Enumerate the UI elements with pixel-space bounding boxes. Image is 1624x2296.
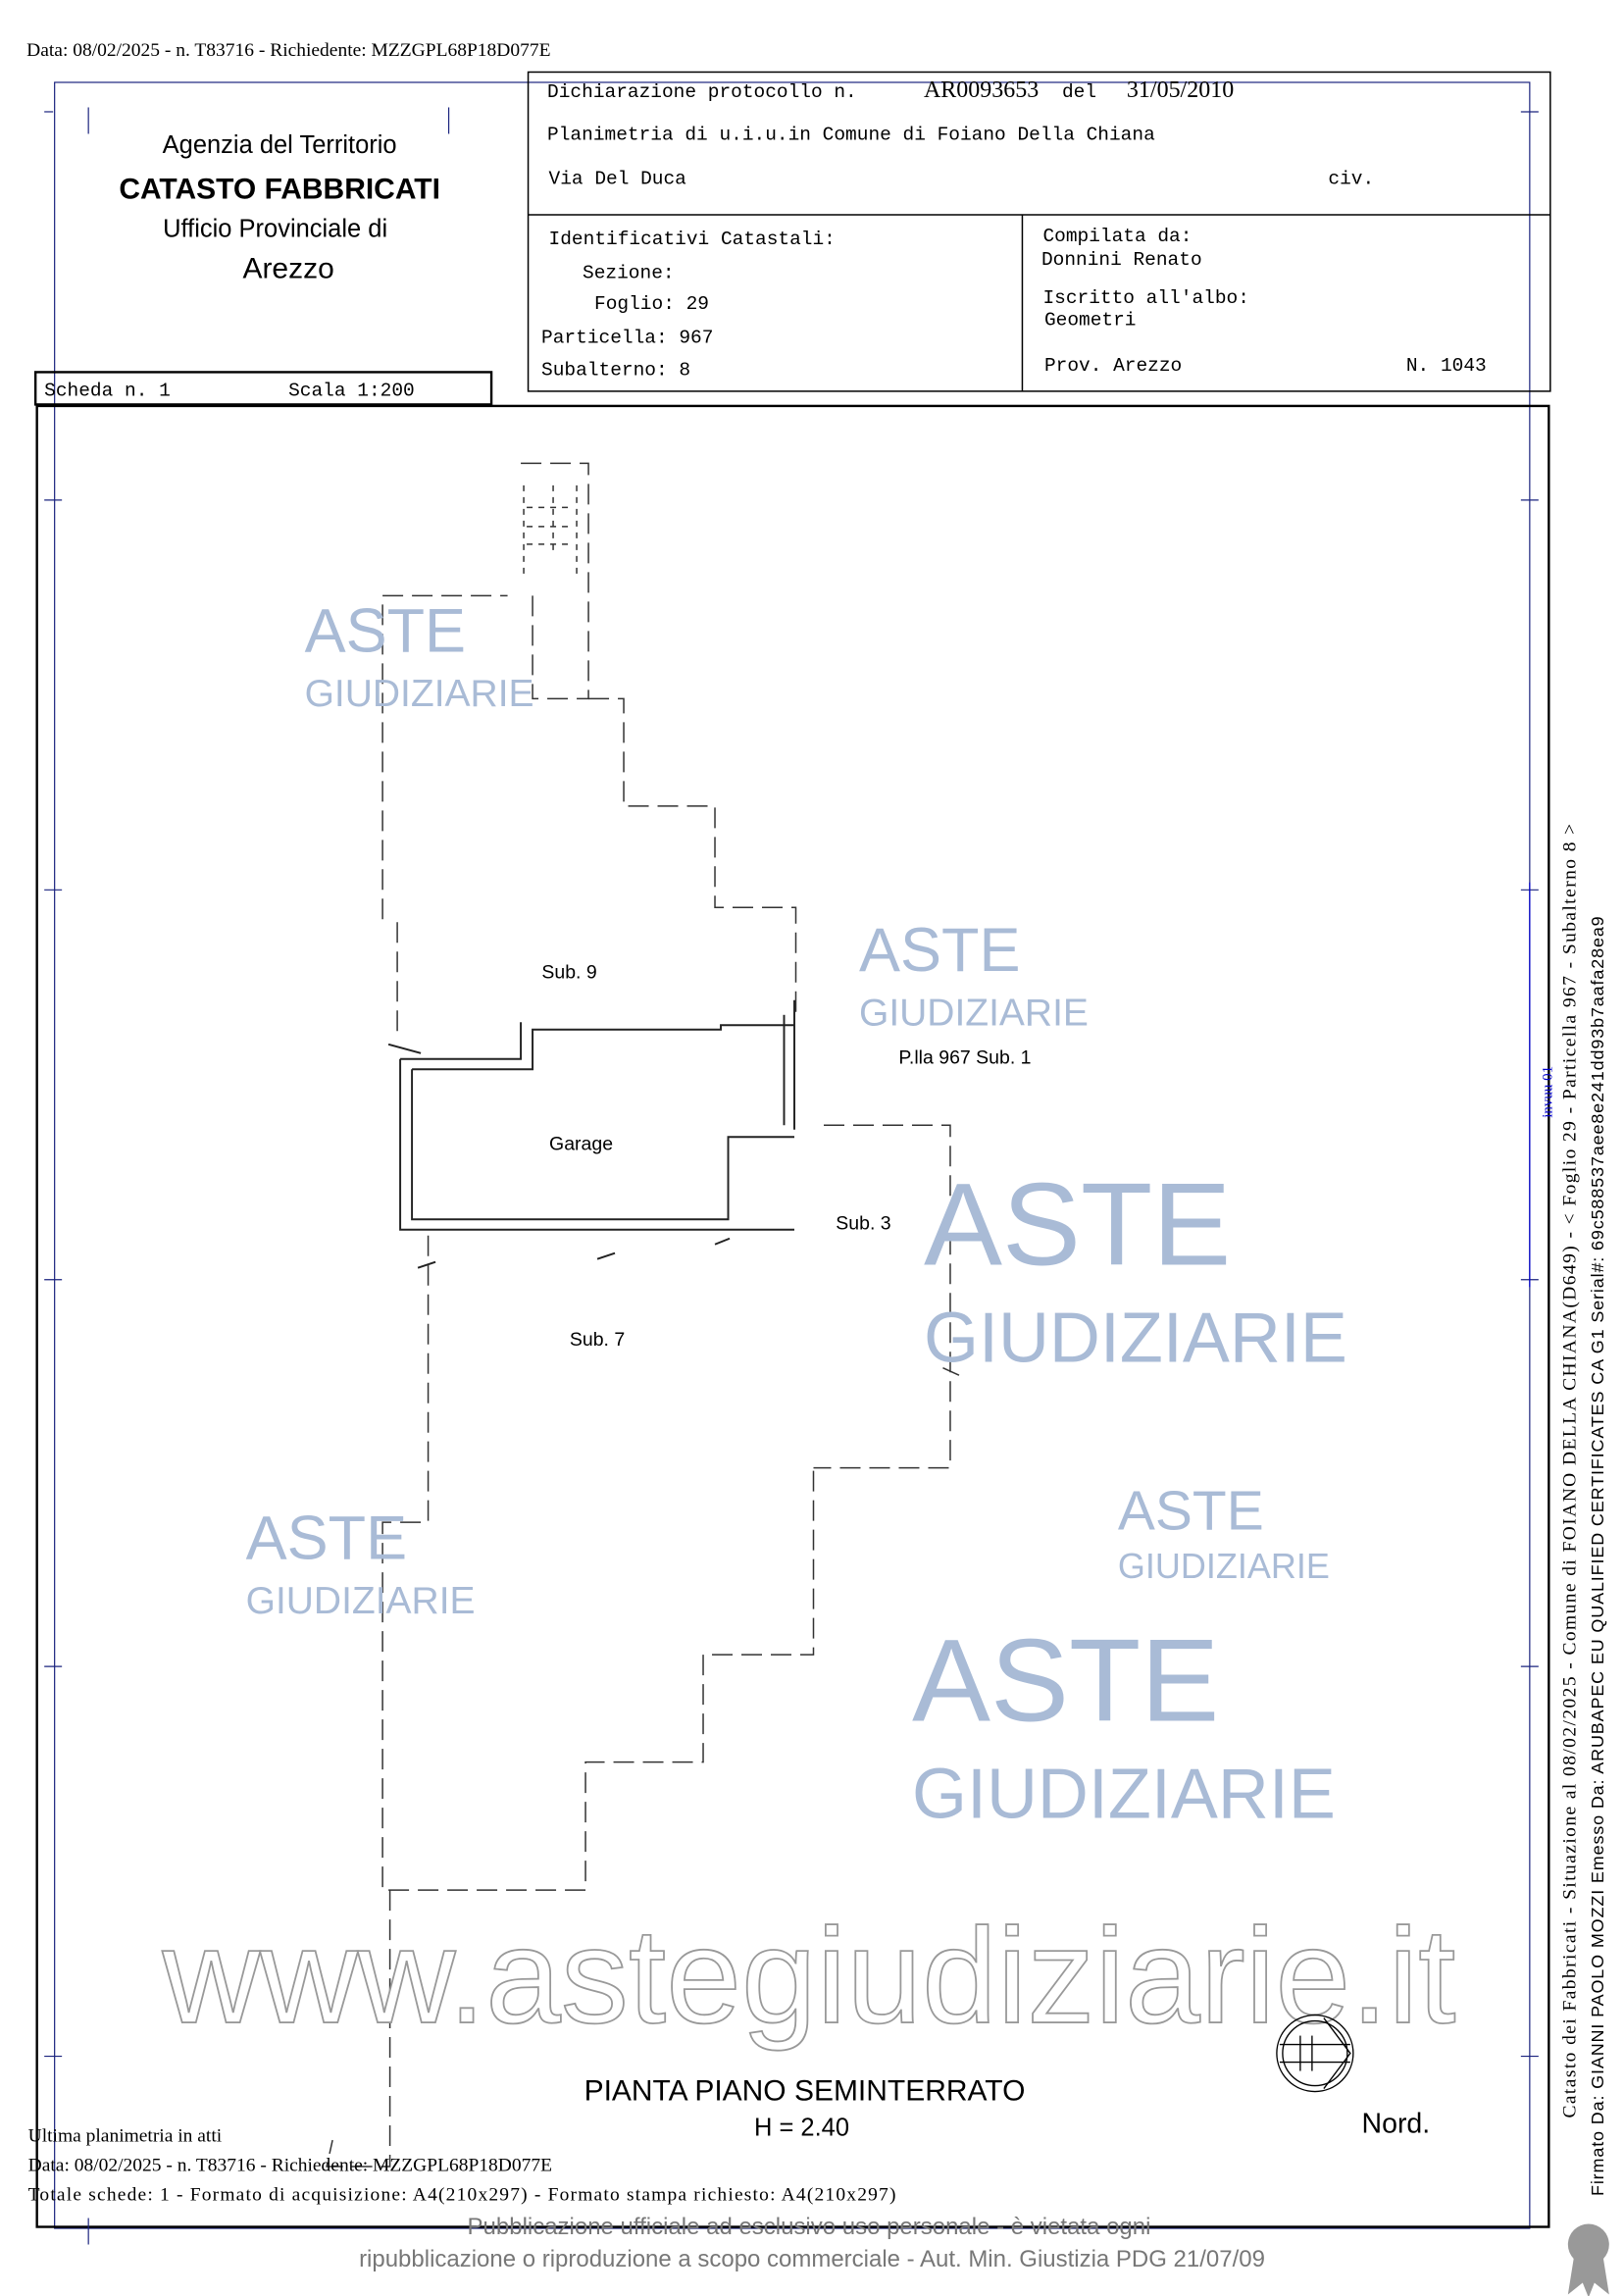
province-reg: Prov. Arezzo — [1044, 355, 1182, 377]
top-meta: Data: 08/02/2025 - n. T83716 - Richieden… — [26, 40, 550, 61]
aste-logo: ASTE GIUDIZIARIE — [859, 916, 1089, 1034]
stair — [523, 485, 578, 574]
plan-labels: Sub. 9 P.lla 967 Sub. 1 Garage Sub. 3 Su… — [541, 961, 1031, 1351]
north-arrow-icon — [1276, 2014, 1354, 2093]
footer-totals: Totale schede: 1 - Formato di acquisizio… — [28, 2185, 896, 2206]
civ-label: civ. — [1328, 168, 1374, 189]
svg-text:ASTE: ASTE — [305, 596, 466, 665]
north-label: Nord. — [1362, 2109, 1431, 2140]
scheda-label: Scheda n. 1 — [44, 380, 171, 401]
margin-mark: invuu 01 — [1540, 1066, 1555, 1118]
svg-text:GIUDIZIARIE: GIUDIZIARIE — [246, 1580, 476, 1622]
sub9-outline — [381, 462, 797, 1038]
subalterno: Subalterno: 8 — [541, 359, 690, 381]
label-garage: Garage — [549, 1134, 613, 1155]
plan-height: H = 2.40 — [754, 2115, 849, 2142]
last-plan-note: Ultima planimetria in atti — [28, 2126, 223, 2147]
aste-logo: ASTE GIUDIZIARIE — [1118, 1480, 1330, 1586]
publication-notice-2: ripubblicazione o riproduzione a scopo c… — [359, 2246, 1265, 2272]
footer-meta: Data: 08/02/2025 - n. T83716 - Richieden… — [28, 2156, 552, 2176]
svg-text:ASTE: ASTE — [924, 1159, 1231, 1291]
declaration-date: 31/05/2010 — [1127, 77, 1234, 103]
protocol-number: AR0093653 — [924, 77, 1039, 103]
floor-plan — [326, 462, 960, 2168]
certificate-seal-icon — [1567, 2223, 1609, 2296]
foglio: Foglio: 29 — [594, 293, 709, 315]
svg-text:GIUDIZIARIE: GIUDIZIARIE — [1118, 1546, 1330, 1586]
label-sub3: Sub. 3 — [836, 1213, 890, 1235]
publication-notice-1: Pubblicazione ufficiale ad esclusivo uso… — [468, 2214, 1151, 2240]
sezione: Sezione: — [583, 262, 675, 283]
sub7-outline — [326, 1235, 815, 2168]
aste-logo: ASTE GIUDIZIARIE — [924, 1159, 1347, 1378]
label-sub9: Sub. 9 — [541, 961, 596, 983]
aste-logo: ASTE GIUDIZIARIE — [912, 1615, 1336, 1834]
svg-text:ASTE: ASTE — [1118, 1480, 1264, 1543]
office-label: Ufficio Provinciale di — [163, 215, 387, 242]
sub3-outline — [813, 1124, 960, 1469]
catasto-title: CATASTO FABBRICATI — [119, 173, 440, 205]
declaration-label: Dichiarazione protocollo n. — [547, 81, 857, 103]
svg-text:GIUDIZIARIE: GIUDIZIARIE — [305, 673, 534, 715]
identifiers-title: Identificativi Catastali: — [549, 229, 836, 250]
compiler-label: Compilata da: — [1042, 226, 1192, 247]
aste-logo: ASTE GIUDIZIARIE — [305, 596, 534, 714]
compiler-name: Donnini Renato — [1041, 249, 1202, 271]
province-name: Arezzo — [242, 252, 333, 284]
albo-value: Geometri — [1044, 309, 1137, 331]
url-watermark: www.astegiudiziarie.it — [162, 1901, 1456, 2052]
garage-walls — [387, 999, 795, 1269]
del-label: del — [1062, 81, 1096, 103]
svg-text:ASTE: ASTE — [912, 1615, 1219, 1747]
albo-label: Iscritto all'albo: — [1042, 287, 1248, 309]
plan-title: PIANTA PIANO SEMINTERRATO — [584, 2075, 1026, 2108]
svg-text:ASTE: ASTE — [859, 916, 1020, 985]
address: Via Del Duca — [549, 168, 687, 189]
label-sub7: Sub. 7 — [570, 1329, 625, 1351]
agency-header: Agenzia del Territorio CATASTO FABBRICAT… — [119, 131, 440, 284]
watermarks: ASTE GIUDIZIARIE ASTE GIUDIZIARIE ASTE G… — [161, 596, 1457, 2053]
page-frame — [33, 71, 1551, 2245]
svg-text:GIUDIZIARIE: GIUDIZIARIE — [924, 1300, 1347, 1378]
svg-text:ASTE: ASTE — [246, 1505, 407, 1573]
registration-number: N. 1043 — [1406, 355, 1487, 377]
svg-text:GIUDIZIARIE: GIUDIZIARIE — [859, 992, 1089, 1034]
aste-logo: ASTE GIUDIZIARIE — [246, 1505, 476, 1622]
particella: Particella: 967 — [541, 327, 713, 348]
svg-text:GIUDIZIARIE: GIUDIZIARIE — [912, 1756, 1336, 1834]
declaration-box: Dichiarazione protocollo n. AR0093653 de… — [541, 77, 1487, 381]
side-signature-line: Firmato Da: GIANNI PAOLO MOZZI Emesso Da… — [1588, 916, 1607, 2196]
side-catasto-line: Catasto dei Fabbricati - Situazione al 0… — [1559, 824, 1580, 2118]
planimetria-line: Planimetria di u.i.u.in Comune di Foiano… — [547, 124, 1155, 145]
scale-label: Scala 1:200 — [288, 380, 415, 401]
agency-name: Agenzia del Territorio — [163, 131, 397, 159]
label-plla-sub1: P.lla 967 Sub. 1 — [898, 1046, 1031, 1068]
